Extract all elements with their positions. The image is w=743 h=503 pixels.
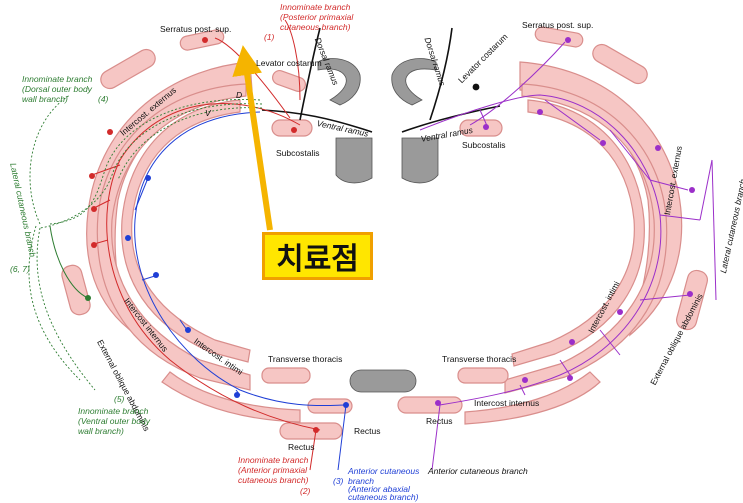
blue-main (134, 111, 347, 407)
vertebra-arch-right (391, 58, 437, 106)
intercost-lower-right-band (464, 371, 601, 425)
label-rectus-right: Rectus (426, 416, 453, 426)
levator-right-node (472, 83, 480, 91)
label-innominate-posterior-1: Innominate branch (280, 2, 351, 12)
rectus-left-block (279, 422, 343, 440)
green-node (85, 295, 91, 301)
label-d-letter: D (236, 90, 243, 100)
rectus-right-block (397, 396, 463, 414)
label-innominate-anterior-3: cutaneous branch) (238, 475, 309, 485)
vertebra-body-left (335, 137, 373, 184)
label-num-2: (2) (300, 486, 311, 496)
transverse-left-block (261, 367, 311, 384)
purple-nerves (419, 41, 717, 471)
label-innominate-dorsal-1: Innominate branch (22, 74, 93, 84)
red-main-ventral (106, 103, 321, 431)
label-num-4: (4) (98, 94, 109, 104)
label-anterior-cut-blue-3: (Anterior abaxial (348, 484, 410, 494)
ext-oblique-left-2 (100, 48, 156, 90)
label-serratus-left: Serratus post. sup. (160, 24, 232, 34)
green-nerves (28, 94, 263, 391)
label-transverse-right: Transverse thoracis (442, 354, 517, 364)
ext-oblique-right-2 (592, 43, 648, 85)
label-transverse-left: Transverse thoracis (268, 354, 343, 364)
label-num-6-7: (6, 7) (10, 264, 30, 274)
red-outer-2 (93, 199, 111, 209)
red-posterior-cut (284, 19, 301, 101)
blue-nodes (125, 175, 349, 408)
label-v-letter: V (205, 108, 211, 118)
vertebra-arch-left (317, 58, 361, 106)
label-subcostalis-left: Subcostalis (276, 148, 320, 158)
red-nodes (89, 37, 319, 433)
label-anterior-cut-right: Anterior cutaneous branch (428, 466, 528, 476)
label-rectus-left: Rectus (288, 442, 315, 452)
label-innominate-anterior-1: Innominate branch (238, 455, 309, 465)
dorsal-ramus-right-line (429, 27, 453, 121)
ext-oblique-left-1 (61, 264, 91, 316)
sternum (349, 369, 417, 393)
label-subcostalis-right: Subcostalis (462, 140, 506, 150)
label-innominate-posterior-2: (Posterior primaxial (280, 12, 354, 22)
label-innominate-ventral-1: Innominate branch (78, 406, 149, 416)
muscle-layers (61, 26, 709, 440)
ventral-ramus-left-line (261, 109, 373, 133)
transverse-right-block (457, 367, 509, 384)
label-num-1: (1) (264, 32, 275, 42)
label-innominate-ventral-2: (Ventral outer body (78, 416, 150, 426)
vertebra-parts (317, 58, 439, 393)
label-rectus-mid: Rectus (354, 426, 381, 436)
intercost-internus-right-band (504, 83, 668, 394)
label-intercost-internus-right: Intercost internus (474, 398, 540, 408)
ext-oblique-right-1 (675, 269, 709, 331)
rectus-mid-block (307, 398, 353, 414)
label-innominate-dorsal-3: wall branch) (22, 94, 68, 104)
green-solid (49, 225, 89, 299)
label-serratus-right: Serratus post. sup. (522, 20, 594, 30)
label-num-3: (3) (333, 476, 344, 486)
vertebra-body-right (401, 137, 439, 184)
label-innominate-dorsal-2: (Dorsal outer body (22, 84, 92, 94)
intercost-internus-left-band (96, 83, 251, 391)
label-anterior-cut-blue-4: cutaneous branch) (348, 492, 419, 502)
label-innominate-ventral-3: wall branch) (78, 426, 124, 436)
red-anterior-branch (309, 429, 317, 471)
label-anterior-cut-blue-2: branch (348, 476, 374, 486)
intercost-intimi-right-band (511, 99, 645, 367)
dorsal-rami (261, 27, 501, 133)
treatment-point-callout: 치료점 (262, 232, 373, 280)
label-levator-left: Levator costarum (256, 58, 322, 68)
serratus-right-block (534, 26, 584, 48)
subcostalis-right-block (459, 119, 503, 137)
intercost-intimi-left-band (121, 99, 251, 363)
purple-nodes (435, 37, 695, 406)
label-anterior-cut-blue-1: Anterior cutaneous (348, 466, 420, 476)
levator-left-block (272, 69, 306, 93)
dorsal-ramus-left-line (299, 27, 321, 121)
blue-nerves (134, 111, 347, 471)
label-num-5: (5) (114, 394, 125, 404)
label-innominate-posterior-3: cutaneous branch) (280, 22, 351, 32)
label-innominate-anterior-2: (Anterior primaxial (238, 465, 307, 475)
treatment-arrow (232, 45, 273, 231)
intercost-lower-left-band (161, 371, 301, 423)
ventral-ramus-right-line (401, 105, 501, 133)
